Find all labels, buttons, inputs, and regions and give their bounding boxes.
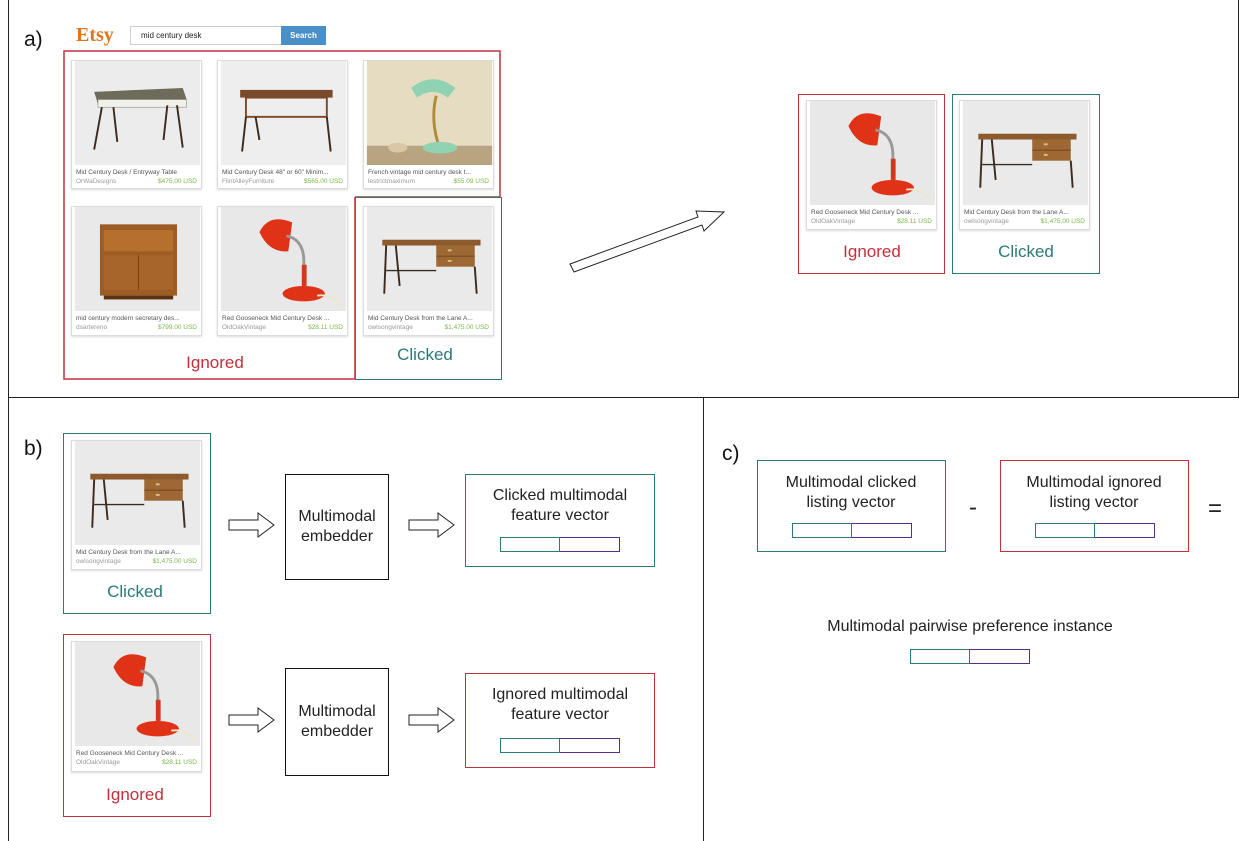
pair-card-gooseneck[interactable]: Red Gooseneck Mid Century Desk ... OldOa… xyxy=(806,100,937,230)
listing-seller: owlsongvintage xyxy=(76,558,121,565)
listing-seller: OldOakVintage xyxy=(811,218,855,225)
listing-seller: owlsongvintage xyxy=(964,218,1009,225)
listing-price: $475.00 USD xyxy=(157,178,197,185)
listing-title: Mid Century Desk from the Lane A... xyxy=(76,549,181,556)
b-card-gooseneck[interactable]: Red Gooseneck Mid Century Desk ... OldOa… xyxy=(71,641,202,772)
b-clicked-label: Clicked xyxy=(107,582,163,601)
listing-price: $565.00 USD xyxy=(303,178,343,185)
listing-title: Mid Century Desk / Entryway Table xyxy=(76,169,178,176)
listing-photo-gooseneck xyxy=(807,101,938,205)
listing-price: $55.09 USD xyxy=(453,178,489,185)
c-clicked-listing-box: Multimodal clicked listing vector xyxy=(757,460,946,552)
listing-price: $1,475.00 USD xyxy=(444,324,489,331)
listing-seller: OldOakVintage xyxy=(76,759,120,766)
b-ignored-vector-box: Ignored multimodal feature vector xyxy=(465,673,655,768)
c-pairwise-bar xyxy=(910,649,1030,664)
panel-label-b: b) xyxy=(24,437,43,460)
b-card-lane[interactable]: Mid Century Desk from the Lane A... owls… xyxy=(71,440,202,570)
listing-photo-table xyxy=(72,61,203,165)
ignored-label: Ignored xyxy=(186,353,244,372)
listing-photo-lane xyxy=(72,441,203,545)
listing-photo-desk48 xyxy=(218,61,349,165)
embedder-label: Multimodal embedder xyxy=(298,508,376,545)
listing-seller: OldOakVintage xyxy=(222,324,266,331)
embedder-label: Multimodal embedder xyxy=(298,703,376,740)
listing-photo-gooseneck xyxy=(218,207,349,311)
ignored-pair-label: Ignored xyxy=(843,242,901,261)
clicked-pair-frame xyxy=(952,94,1100,274)
listing-price: $1,475.00 USD xyxy=(152,558,197,565)
c-ignored-listing-box: Multimodal ignored listing vector xyxy=(1000,460,1189,552)
equals-operator: = xyxy=(1208,495,1223,522)
listing-card-secretary[interactable]: mid century modern secretary des... dsar… xyxy=(71,206,202,336)
panel-label-a: a) xyxy=(24,28,43,51)
transition-arrow xyxy=(569,210,726,273)
listing-price: $1,475.00 USD xyxy=(1040,218,1085,225)
b-arrow-3 xyxy=(228,707,275,733)
panel-b-frame xyxy=(8,398,704,841)
listing-photo-french xyxy=(364,61,495,165)
listing-photo-secretary xyxy=(72,207,203,311)
b-arrow-4 xyxy=(408,707,455,733)
listing-price: $28.11 USD xyxy=(897,218,932,225)
listing-seller: FlintAlleyFurniture xyxy=(222,178,275,185)
b-arrow-2 xyxy=(408,512,455,538)
panel-label-c: c) xyxy=(722,442,740,465)
b-ignored-label: Ignored xyxy=(106,785,164,804)
listing-card-french[interactable]: French vintage mid century desk t... les… xyxy=(363,60,494,189)
c-ignored-listing-title: Multimodal ignored listing vector xyxy=(1026,474,1162,511)
listing-card-table[interactable]: Mid Century Desk / Entryway Table OrWaDe… xyxy=(71,60,202,189)
b-clicked-vector-box: Clicked multimodal feature vector xyxy=(465,474,655,567)
b-ignored-frame xyxy=(63,634,211,817)
c-clicked-listing-bar xyxy=(792,523,912,538)
clicked-label: Clicked xyxy=(397,345,453,364)
b-ignored-vector-bar xyxy=(500,738,620,753)
c-clicked-listing-title: Multimodal clicked listing vector xyxy=(785,474,917,511)
search-input-value: mid century desk xyxy=(141,31,202,40)
listing-seller: dsartereno xyxy=(76,324,108,331)
search-button[interactable]: Search xyxy=(281,26,326,45)
etsy-logo: Etsy xyxy=(76,24,114,46)
listing-seller: lestrictmaximum xyxy=(368,178,415,185)
listing-title: Mid Century Desk from the Lane A... xyxy=(964,209,1069,216)
b-clicked-vector-bar xyxy=(500,537,620,552)
listing-card-lane[interactable]: Mid Century Desk from the Lane A... owls… xyxy=(363,206,494,336)
listing-title: Red Gooseneck Mid Century Desk ... xyxy=(222,315,330,322)
clicked-group-frame xyxy=(355,197,502,380)
pair-card-lane[interactable]: Mid Century Desk from the Lane A... owls… xyxy=(959,100,1090,230)
b-clicked-frame xyxy=(63,433,211,614)
listing-photo-gooseneck xyxy=(72,642,203,746)
listing-title: Red Gooseneck Mid Century Desk ... xyxy=(76,750,184,757)
listing-seller: owlsongvintage xyxy=(368,324,413,331)
b-arrow-1 xyxy=(228,512,275,538)
c-ignored-listing-bar xyxy=(1035,523,1155,538)
listing-card-desk48[interactable]: Mid Century Desk 48" or 60" Minim... Fli… xyxy=(217,60,348,189)
ignored-pair-frame xyxy=(798,94,945,274)
b-embedder-1: Multimodal embedder xyxy=(285,474,389,580)
listing-card-gooseneck[interactable]: Red Gooseneck Mid Century Desk ... OldOa… xyxy=(217,206,348,336)
listing-title: mid century modern secretary des... xyxy=(76,315,180,322)
minus-operator: - xyxy=(969,494,977,521)
b-ignored-vector-title: Ignored multimodal feature vector xyxy=(491,686,629,723)
listing-title: French vintage mid century desk t... xyxy=(368,169,471,176)
listing-price: $28.11 USD xyxy=(308,324,343,331)
listing-seller: OrWaDesigns xyxy=(76,178,117,185)
c-pairwise-title: Multimodal pairwise preference instance xyxy=(827,618,1113,635)
listing-photo-lane xyxy=(364,207,495,311)
listing-title: Mid Century Desk from the Lane A... xyxy=(368,315,473,322)
listing-title: Red Gooseneck Mid Century Desk ... xyxy=(811,209,919,216)
search-input[interactable]: mid century desk xyxy=(130,26,281,45)
listing-price: $28.11 USD xyxy=(162,759,197,766)
b-embedder-2: Multimodal embedder xyxy=(285,668,389,776)
listing-photo-lane xyxy=(960,101,1091,205)
listing-title: Mid Century Desk 48" or 60" Minim... xyxy=(222,169,329,176)
listing-price: $799.00 USD xyxy=(157,324,197,331)
clicked-pair-label: Clicked xyxy=(998,242,1054,261)
b-clicked-vector-title: Clicked multimodal feature vector xyxy=(492,487,628,524)
